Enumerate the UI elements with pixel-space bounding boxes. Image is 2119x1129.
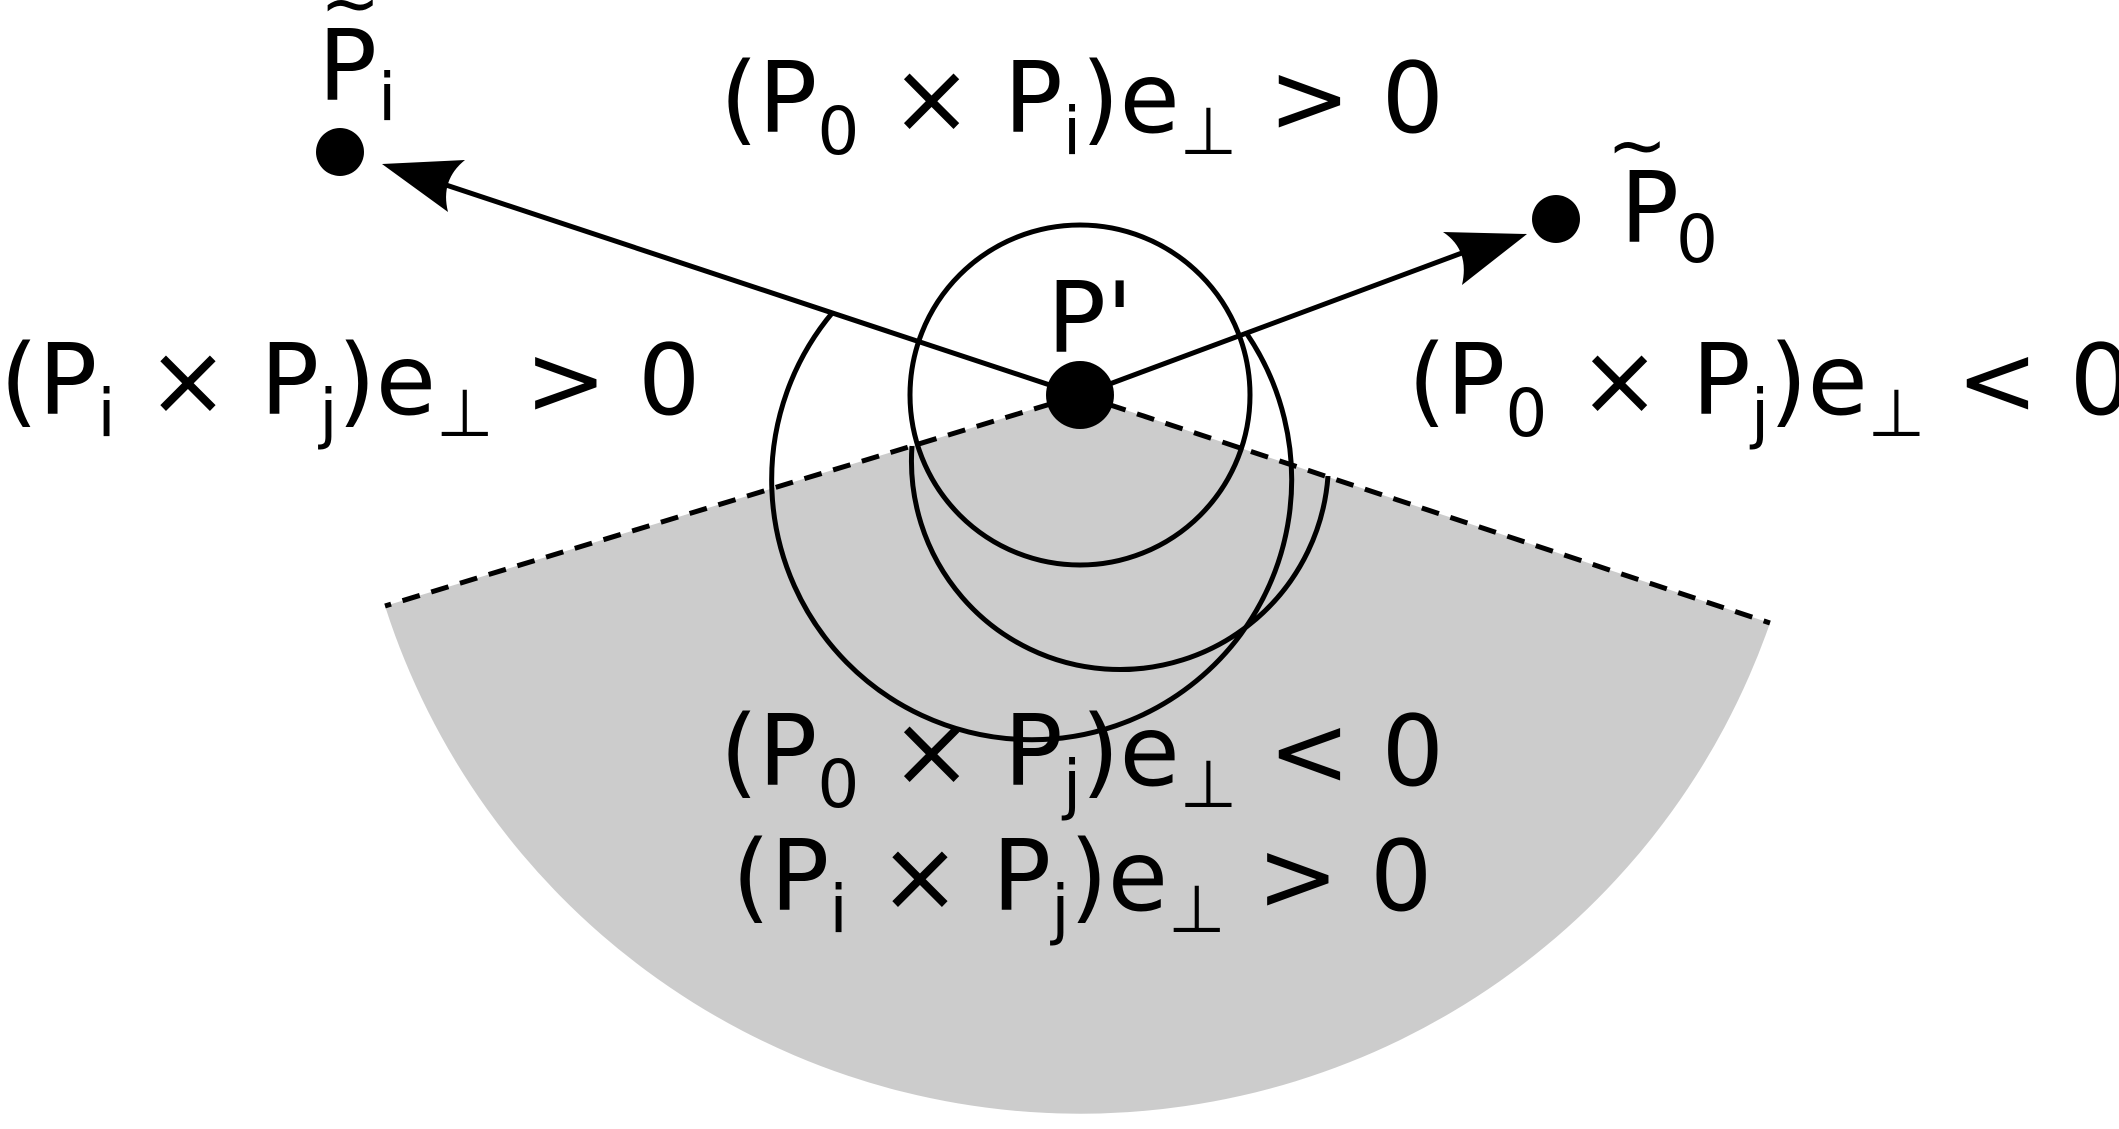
formula-part-s1: i [829, 871, 847, 948]
formula-part-close: )e [338, 324, 437, 438]
point-p0-tilde [1532, 195, 1580, 243]
formula-part-rel: > 0 [1226, 820, 1433, 934]
condition-region-line1: (P0 × Pj)e⊥ < 0 [720, 695, 1444, 823]
formula-part-p2: P [260, 324, 319, 438]
formula-part-p2: P [1692, 324, 1751, 438]
label-sub: i [378, 59, 396, 136]
formula-part-s2: i [1063, 93, 1081, 170]
formula-part-rel: > 0 [1237, 42, 1444, 156]
label-p-prime: P' [1047, 262, 1133, 376]
formula-part-op: × [859, 695, 1003, 809]
formula-part-s2: j [1749, 375, 1769, 452]
formula-part-s1: i [97, 375, 115, 452]
arrowhead-p0-icon [1443, 232, 1527, 285]
dashed-boundary-left [384, 392, 1081, 609]
shaded-sector-region [385, 395, 1770, 1114]
formula-part-p2: P [992, 820, 1051, 934]
formula-part-p2: P [1004, 42, 1063, 156]
formula-part-s1: 0 [1505, 375, 1547, 452]
formula-part-open: ( [0, 324, 38, 438]
point-pi-tilde [316, 128, 364, 176]
formula-part-p1: P [758, 695, 817, 809]
formula-part-close: )e [1081, 42, 1180, 156]
condition-top: (P0 × Pi)e⊥ > 0 [720, 42, 1444, 170]
condition-right: (P0 × Pj)e⊥ < 0 [1408, 324, 2119, 452]
formula-part-perp: ⊥ [1168, 871, 1226, 948]
formula-part-p1: P [1446, 324, 1505, 438]
formula-part-perp: ⊥ [1180, 93, 1238, 170]
point-p-prime [1046, 361, 1114, 429]
label-sub: 0 [1676, 201, 1718, 278]
formula-part-s2: j [317, 375, 337, 452]
formula-part-op: × [848, 820, 992, 934]
label-pi-tilde: ~ P i [318, 0, 396, 136]
dashed-boundary-right [1079, 392, 1771, 626]
formula-part-close: )e [1070, 820, 1169, 934]
vector-to-pi [439, 180, 1081, 398]
formula-part-s2: j [1049, 871, 1069, 948]
formula-part-perp: ⊥ [436, 375, 494, 452]
formula-part-op: × [859, 42, 1003, 156]
formula-part-perp: ⊥ [1868, 375, 1926, 452]
formula-part-close: )e [1769, 324, 1868, 438]
formula-part-open: ( [720, 42, 758, 156]
formula-part-s2: j [1061, 746, 1081, 823]
formula-part-open: ( [1408, 324, 1446, 438]
formula-part-s1: 0 [817, 746, 859, 823]
formula-part-s1: 0 [817, 93, 859, 170]
formula-part-p1: P [38, 324, 97, 438]
outer-angle-arc [769, 310, 1295, 743]
inner-angle-arc [908, 445, 1331, 673]
label-base: P [1620, 152, 1679, 266]
formula-part-close: )e [1081, 695, 1180, 809]
condition-left: (Pi × Pj)e⊥ > 0 [0, 324, 700, 452]
formula-part-op: × [116, 324, 260, 438]
inner-circle [907, 222, 1253, 568]
formula-part-rel: > 0 [494, 324, 701, 438]
formula-part-p1: P [758, 42, 817, 156]
formula-part-open: ( [732, 820, 770, 934]
formula-part-rel: < 0 [1925, 324, 2119, 438]
formula-part-perp: ⊥ [1180, 746, 1238, 823]
formula-part-p1: P [770, 820, 829, 934]
label-base: P [318, 10, 377, 124]
tilde-mark: ~ [320, 0, 380, 45]
formula-part-p2: P [1004, 695, 1063, 809]
formula-part-rel: < 0 [1237, 695, 1444, 809]
formula-part-op: × [1547, 324, 1691, 438]
vector-to-p0 [1079, 247, 1471, 398]
arrowhead-pi-icon [382, 160, 465, 212]
formula-part-open: ( [720, 695, 758, 809]
condition-region-line2: (Pi × Pj)e⊥ > 0 [732, 820, 1432, 948]
label-p0-tilde: ~ P 0 [1607, 103, 1718, 278]
tilde-mark: ~ [1607, 103, 1667, 187]
